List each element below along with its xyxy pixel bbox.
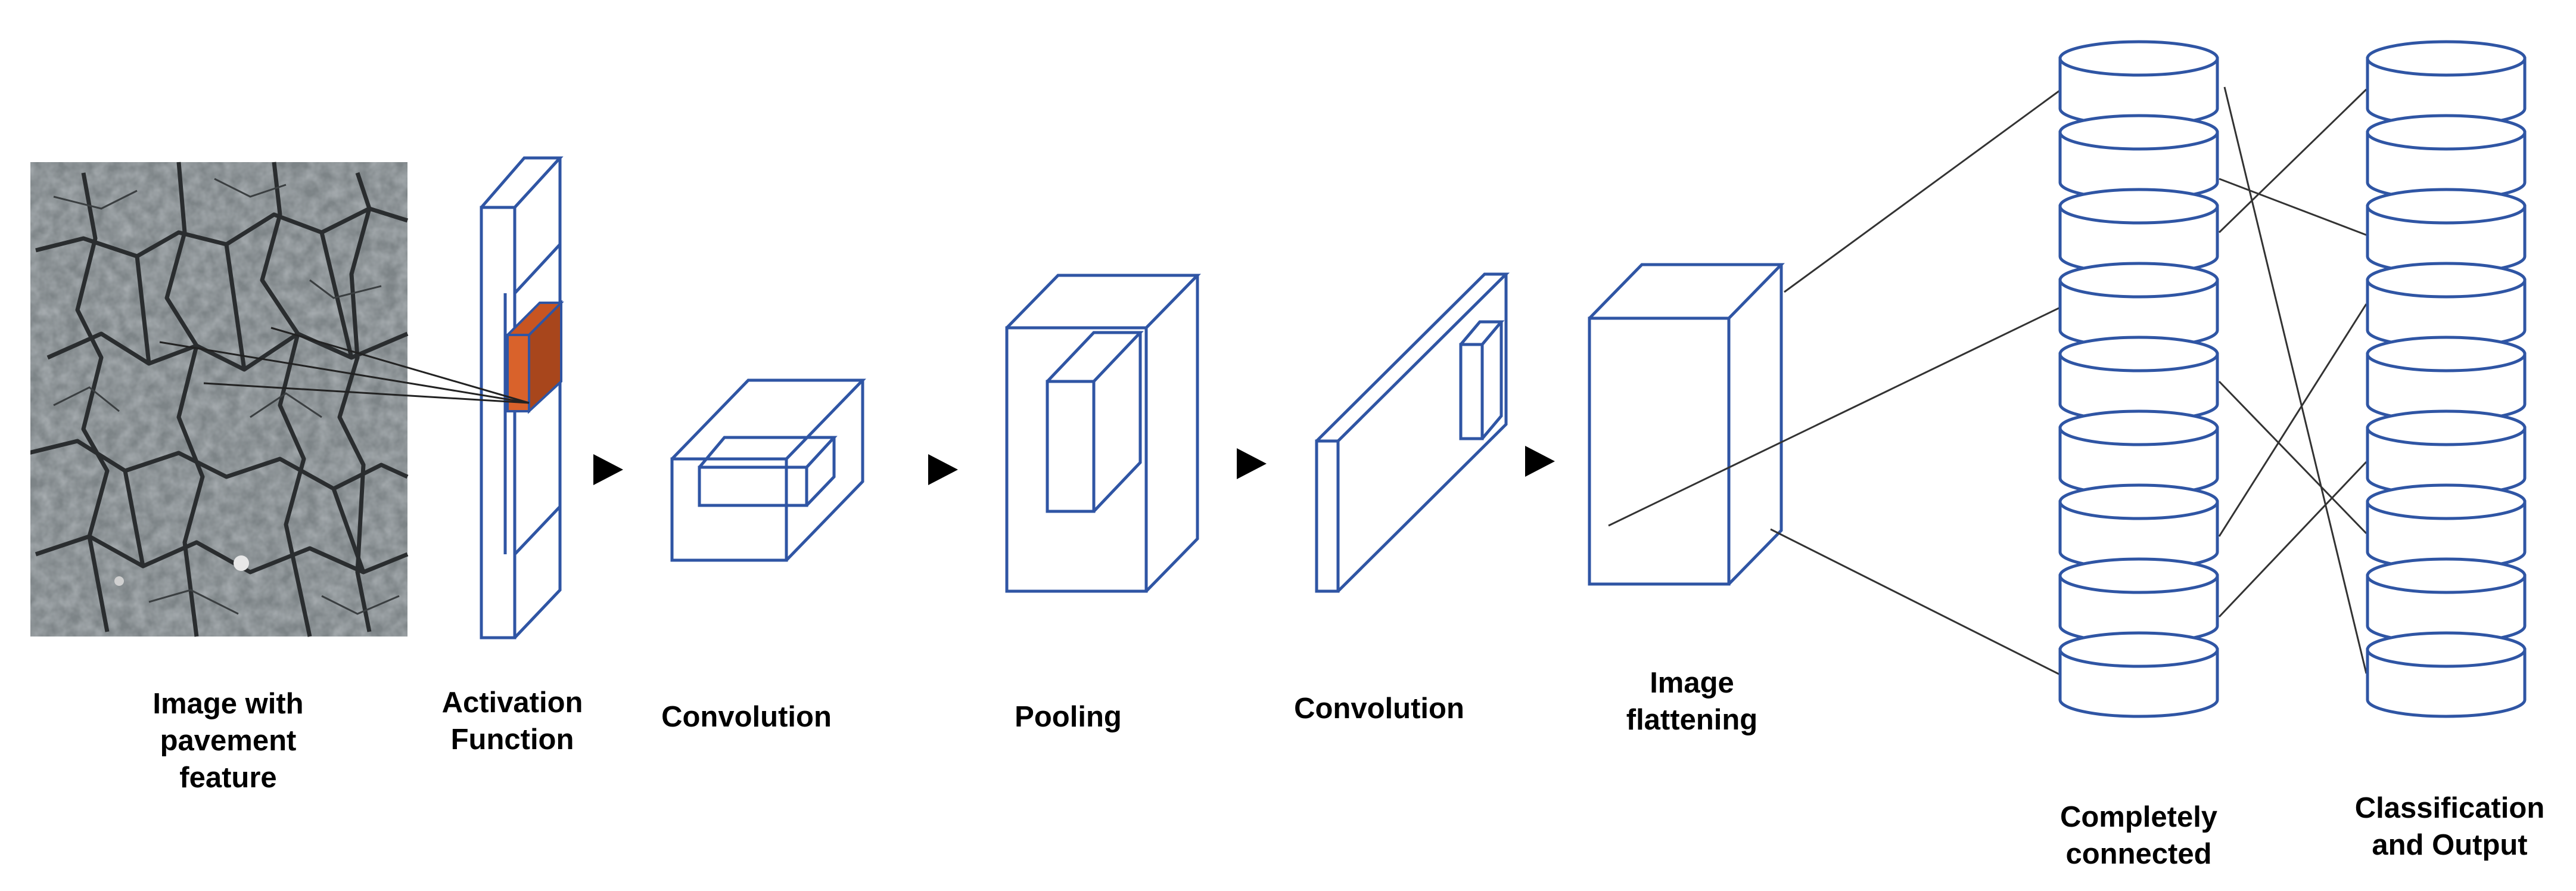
output-disc-top	[2366, 409, 2527, 446]
label-classification-output: Classification and Output	[2354, 792, 2545, 861]
fc-disc-top	[2058, 409, 2219, 446]
fc-disc	[2058, 40, 2219, 127]
pooling-kernel-top	[1046, 331, 1144, 383]
output-disc	[2366, 114, 2527, 201]
label-input-image: Image with pavement feature	[153, 688, 304, 794]
label-completely-connected: Completely connected	[2059, 801, 2218, 870]
fc-disc	[2058, 557, 2219, 644]
fc-disc	[2058, 188, 2219, 275]
conv2-side	[1337, 274, 1508, 592]
flatten-front	[1588, 316, 1731, 586]
arrow-icon	[1237, 448, 1267, 479]
conv1-kernel-top	[698, 436, 838, 468]
output-disc	[2366, 336, 2527, 423]
fc-disc-top	[2058, 557, 2219, 594]
pooling-side	[1145, 275, 1199, 592]
output-stack	[2366, 40, 2527, 718]
output-disc	[2366, 409, 2527, 496]
conv2-kernel-front	[1459, 343, 1484, 440]
flatten-side	[1728, 265, 1783, 585]
conv1-side	[785, 380, 864, 561]
fc-disc-top	[2058, 40, 2219, 77]
conv2-front	[1315, 439, 1340, 593]
conv1-top	[671, 378, 866, 460]
conv2-top	[1315, 272, 1510, 442]
output-disc	[2366, 188, 2527, 275]
label-pooling: Pooling	[1015, 701, 1122, 733]
activation-band-bottom	[514, 505, 561, 555]
output-disc-top	[2366, 483, 2527, 520]
arrow-icon	[593, 454, 623, 485]
arrow-icon	[1525, 446, 1555, 477]
output-disc-body	[2366, 648, 2527, 718]
fc-disc	[2058, 262, 2219, 349]
activation-box-top	[480, 156, 564, 209]
connection-lines	[1608, 86, 2368, 676]
pavement-spot	[114, 576, 124, 586]
output-disc-top	[2366, 557, 2527, 594]
label-image-flattening: Image flattening	[1626, 667, 1758, 736]
output-disc-top	[2366, 114, 2527, 151]
conv2-kernel-side	[1481, 322, 1503, 440]
output-disc	[2366, 262, 2527, 349]
output-disc-top	[2366, 336, 2527, 372]
label-convolution-2: Convolution	[1294, 693, 1464, 725]
fc-disc	[2058, 336, 2219, 423]
output-disc-top	[2366, 262, 2527, 299]
activation-band-top	[514, 243, 561, 294]
output-disc	[2366, 40, 2527, 127]
output-disc	[2366, 557, 2527, 644]
pooling-kernel-front	[1046, 380, 1096, 513]
fc-disc	[2058, 114, 2219, 201]
output-disc-top	[2366, 188, 2527, 225]
conv2-kernel-top	[1460, 320, 1505, 346]
conv2-block	[1315, 272, 1510, 593]
output-disc-top	[2366, 631, 2527, 668]
pavement-spot	[234, 555, 249, 571]
flatten-top	[1588, 263, 1785, 319]
receptive-field-lines	[159, 327, 530, 404]
flatten-block	[1588, 263, 1785, 586]
conv1-kernel-front	[698, 465, 808, 507]
pavement-image	[27, 162, 409, 637]
fc-disc-top	[2058, 262, 2219, 299]
fc-disc-top	[2058, 188, 2219, 225]
label-convolution-1: Convolution	[661, 701, 832, 733]
label-activation-function: Activation Function	[441, 687, 583, 756]
fc-disc-top	[2058, 631, 2219, 668]
pooling-front	[1005, 326, 1148, 593]
pavement-fine-cracks	[53, 178, 400, 615]
fc-disc-top	[2058, 336, 2219, 372]
conv1-kernel-side	[805, 437, 836, 507]
pooling-block	[1005, 274, 1201, 593]
output-disc	[2366, 483, 2527, 570]
activation-box-front	[480, 206, 517, 639]
fc-disc	[2058, 631, 2219, 718]
conv1-block	[670, 378, 866, 562]
fc-disc-body	[2058, 648, 2219, 718]
output-disc	[2366, 631, 2527, 718]
pavement-cracks	[28, 162, 409, 637]
fc-disc	[2058, 483, 2219, 570]
arrow-icon	[928, 454, 958, 485]
fully-connected-stack	[2058, 40, 2219, 718]
fc-disc	[2058, 409, 2219, 496]
conv1-front	[670, 457, 788, 562]
fc-disc-top	[2058, 114, 2219, 151]
pooling-kernel-side	[1093, 333, 1142, 513]
pooling-top	[1006, 274, 1201, 329]
fc-disc-top	[2058, 483, 2219, 520]
output-disc-top	[2366, 40, 2527, 77]
